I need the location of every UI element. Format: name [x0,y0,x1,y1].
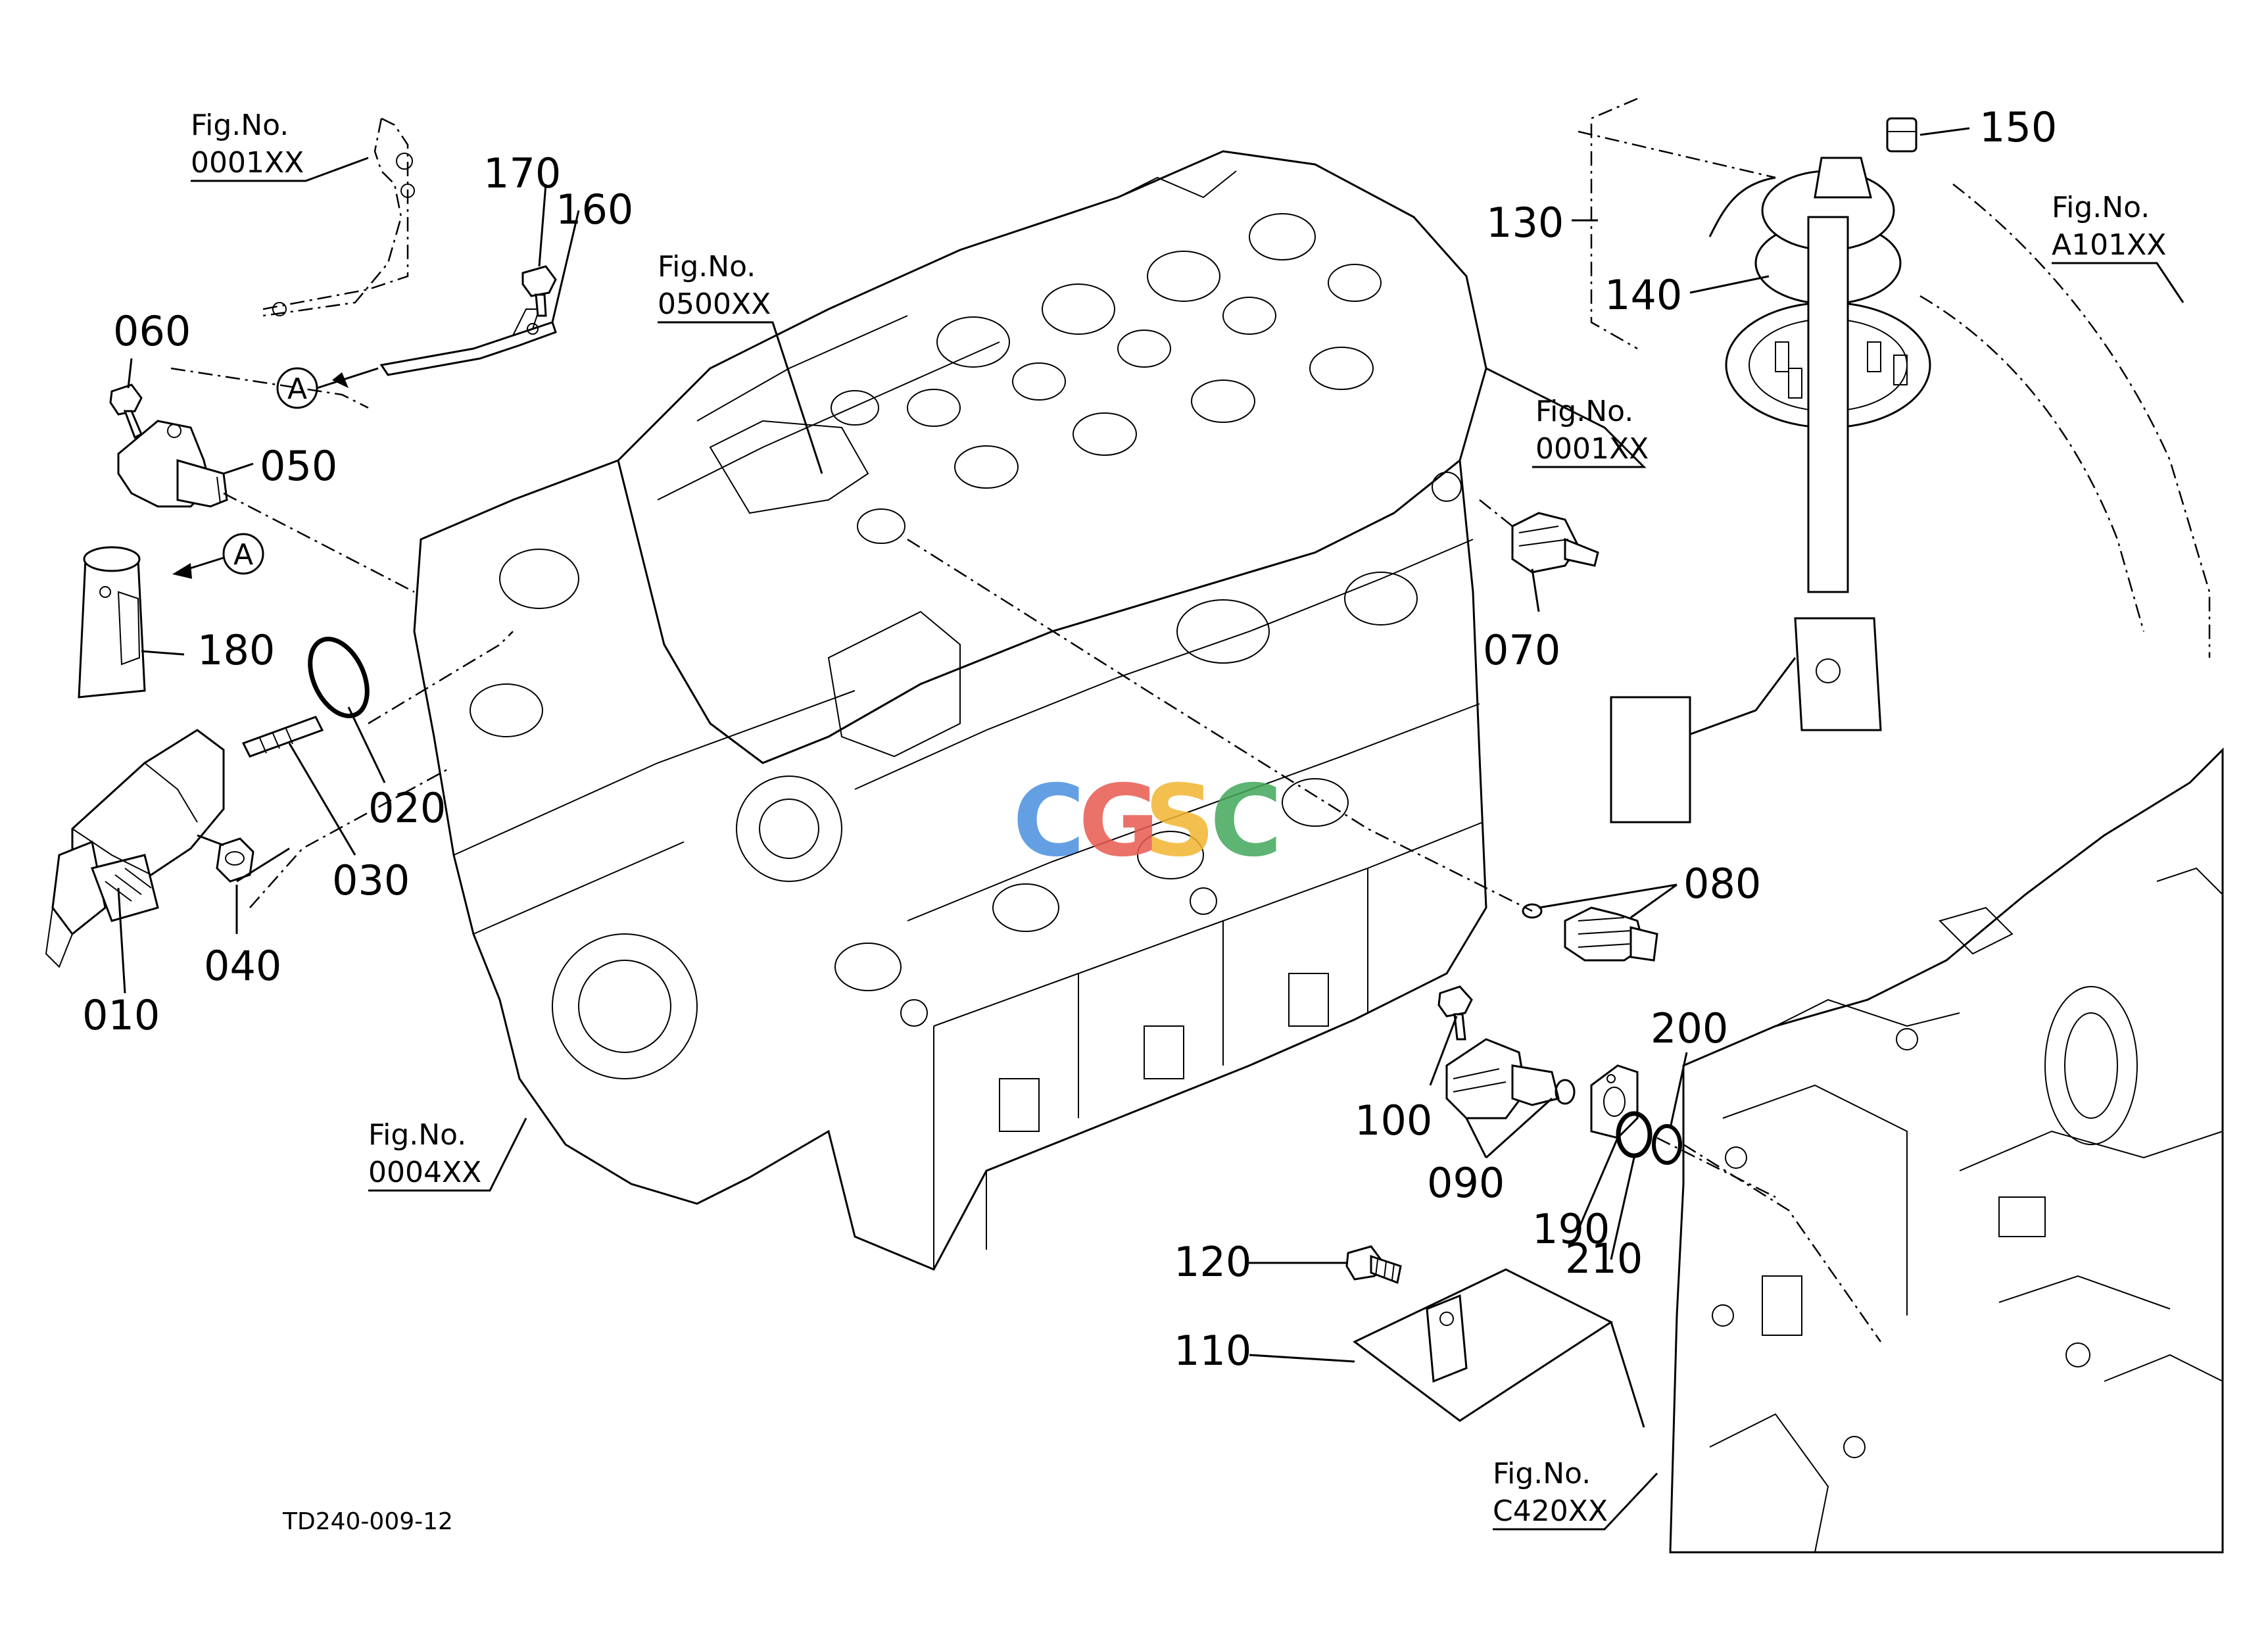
part-label-190: 190 [1532,1205,1610,1253]
fig-ref-0001-right-line1: Fig.No. [1535,395,1633,428]
part-label-090: 090 [1427,1159,1505,1207]
diagram-code: TD240-009-12 [282,1508,453,1535]
part-190-gasket-drawing [1590,1064,1639,1139]
part-label-030: 030 [332,856,410,904]
fig-ref-a101-line2: A101XX [2052,228,2166,262]
part-label-130: 130 [1486,199,1564,247]
part-160-plate-drawing [379,308,557,376]
part-label-050: 050 [260,442,337,490]
part-labels: 010 020 030 040 050 060 070 080 090 100 … [82,103,2057,1375]
part-100-bolt-drawing [1437,985,1473,1041]
part-label-200: 200 [1651,1004,1728,1052]
leader-lines [117,127,2184,1531]
part-040-nut-drawing [216,837,254,883]
callout-a-top: A [276,367,379,409]
transmission-housing-drawing [1669,747,2224,1554]
watermark-letter-c2: C [1210,764,1282,879]
fig-ref-0001-right: Fig.No. 0001XX [1535,395,1649,466]
part-label-210: 210 [1565,1235,1643,1283]
fig-ref-0001-top-line2: 0001XX [191,146,304,180]
part-200-washer-drawing [1652,1124,1682,1165]
part-label-080: 080 [1683,860,1761,908]
fig-ref-c420-line2: C420XX [1493,1494,1608,1528]
part-060-bolt-drawing [109,383,143,439]
fig-ref-0001-top: Fig.No. 0001XX [191,109,304,180]
part-label-110: 110 [1174,1327,1251,1375]
part-label-070: 070 [1483,626,1560,674]
watermark-letter-c1: C [1013,764,1085,879]
part-label-060: 060 [113,307,191,355]
fig-ref-c420-line1: Fig.No. [1493,1457,1591,1490]
fig-ref-0004: Fig.No. 0004XX [368,1118,481,1189]
part-180-sleeve-drawing [78,546,146,699]
part-070-switch-drawing [1511,512,1599,574]
part-020-o-ring-drawing [308,637,370,718]
part-label-020: 020 [368,784,446,832]
fuel-sender-drawing [1578,97,2211,823]
figure-references: Fig.No. 0001XX Fig.No. 0500XX Fig.No. 00… [191,109,2166,1528]
callout-a-top-label: A [287,372,307,406]
part-label-010: 010 [82,991,160,1039]
part-120-bolt-drawing [1345,1245,1402,1285]
engine-block-drawing [413,150,1487,1271]
part-010-solenoid-drawing [45,729,225,968]
part-110-plate-drawing [1353,1268,1614,1422]
part-170-bolt-drawing [521,265,557,317]
part-210-o-ring-drawing [1616,1111,1653,1158]
part-label-140: 140 [1604,271,1682,319]
callout-a-left: A [172,533,264,579]
part-label-180: 180 [197,626,275,674]
fig-ref-0500-line1: Fig.No. [658,250,756,283]
part-label-040: 040 [204,942,281,990]
callout-a-left-label: A [233,538,253,572]
fig-ref-0004-line1: Fig.No. [368,1118,466,1152]
part-label-150: 150 [1979,103,2057,151]
part-label-170: 170 [483,149,561,197]
watermark-letter-s: S [1144,764,1215,879]
part-080-sensor-drawing [1522,903,1658,962]
fig-ref-0001-top-line1: Fig.No. [191,109,289,142]
part-050-sensor-drawing [117,420,228,508]
part-090-sensor-drawing [1445,1038,1576,1119]
fig-ref-a101: Fig.No. A101XX [2052,191,2166,262]
watermark-cgsc: C G S C [1013,764,1282,879]
part-label-160: 160 [556,185,633,234]
part-030-stud-drawing [241,716,324,758]
watermark-letter-g: G [1078,764,1159,879]
fig-ref-0500-line2: 0500XX [658,287,771,321]
fig-ref-c420: Fig.No. C420XX [1493,1457,1608,1528]
alignment-lines [170,367,1882,1342]
fig-ref-0001-right-line2: 0001XX [1535,432,1649,466]
part-label-120: 120 [1174,1238,1251,1286]
fig-ref-a101-line1: Fig.No. [2052,191,2150,224]
fig-ref-0004-line2: 0004XX [368,1156,481,1189]
part-label-100: 100 [1355,1096,1432,1144]
fig-ref-0500: Fig.No. 0500XX [658,250,771,321]
bracket-fig-0001-drawing [262,117,415,317]
